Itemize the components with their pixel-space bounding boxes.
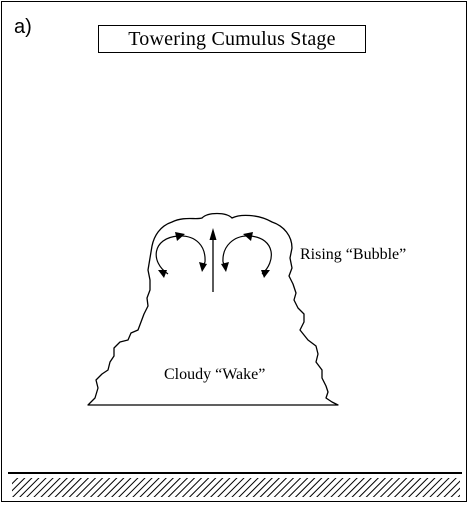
ground [8, 472, 462, 497]
arrowhead [261, 270, 270, 278]
cloud-outline [87, 212, 339, 406]
diagram-title: Towering Cumulus Stage [98, 25, 366, 53]
panel-label: a) [14, 16, 32, 38]
arrow-up-icon [209, 228, 217, 292]
arrowhead [158, 270, 167, 278]
cloudy-wake-label: Cloudy “Wake” [164, 366, 266, 383]
curved-arrow-icon [221, 232, 272, 275]
rising-bubble-label: Rising “Bubble” [300, 246, 407, 263]
curved-arrow-icon [155, 232, 207, 275]
